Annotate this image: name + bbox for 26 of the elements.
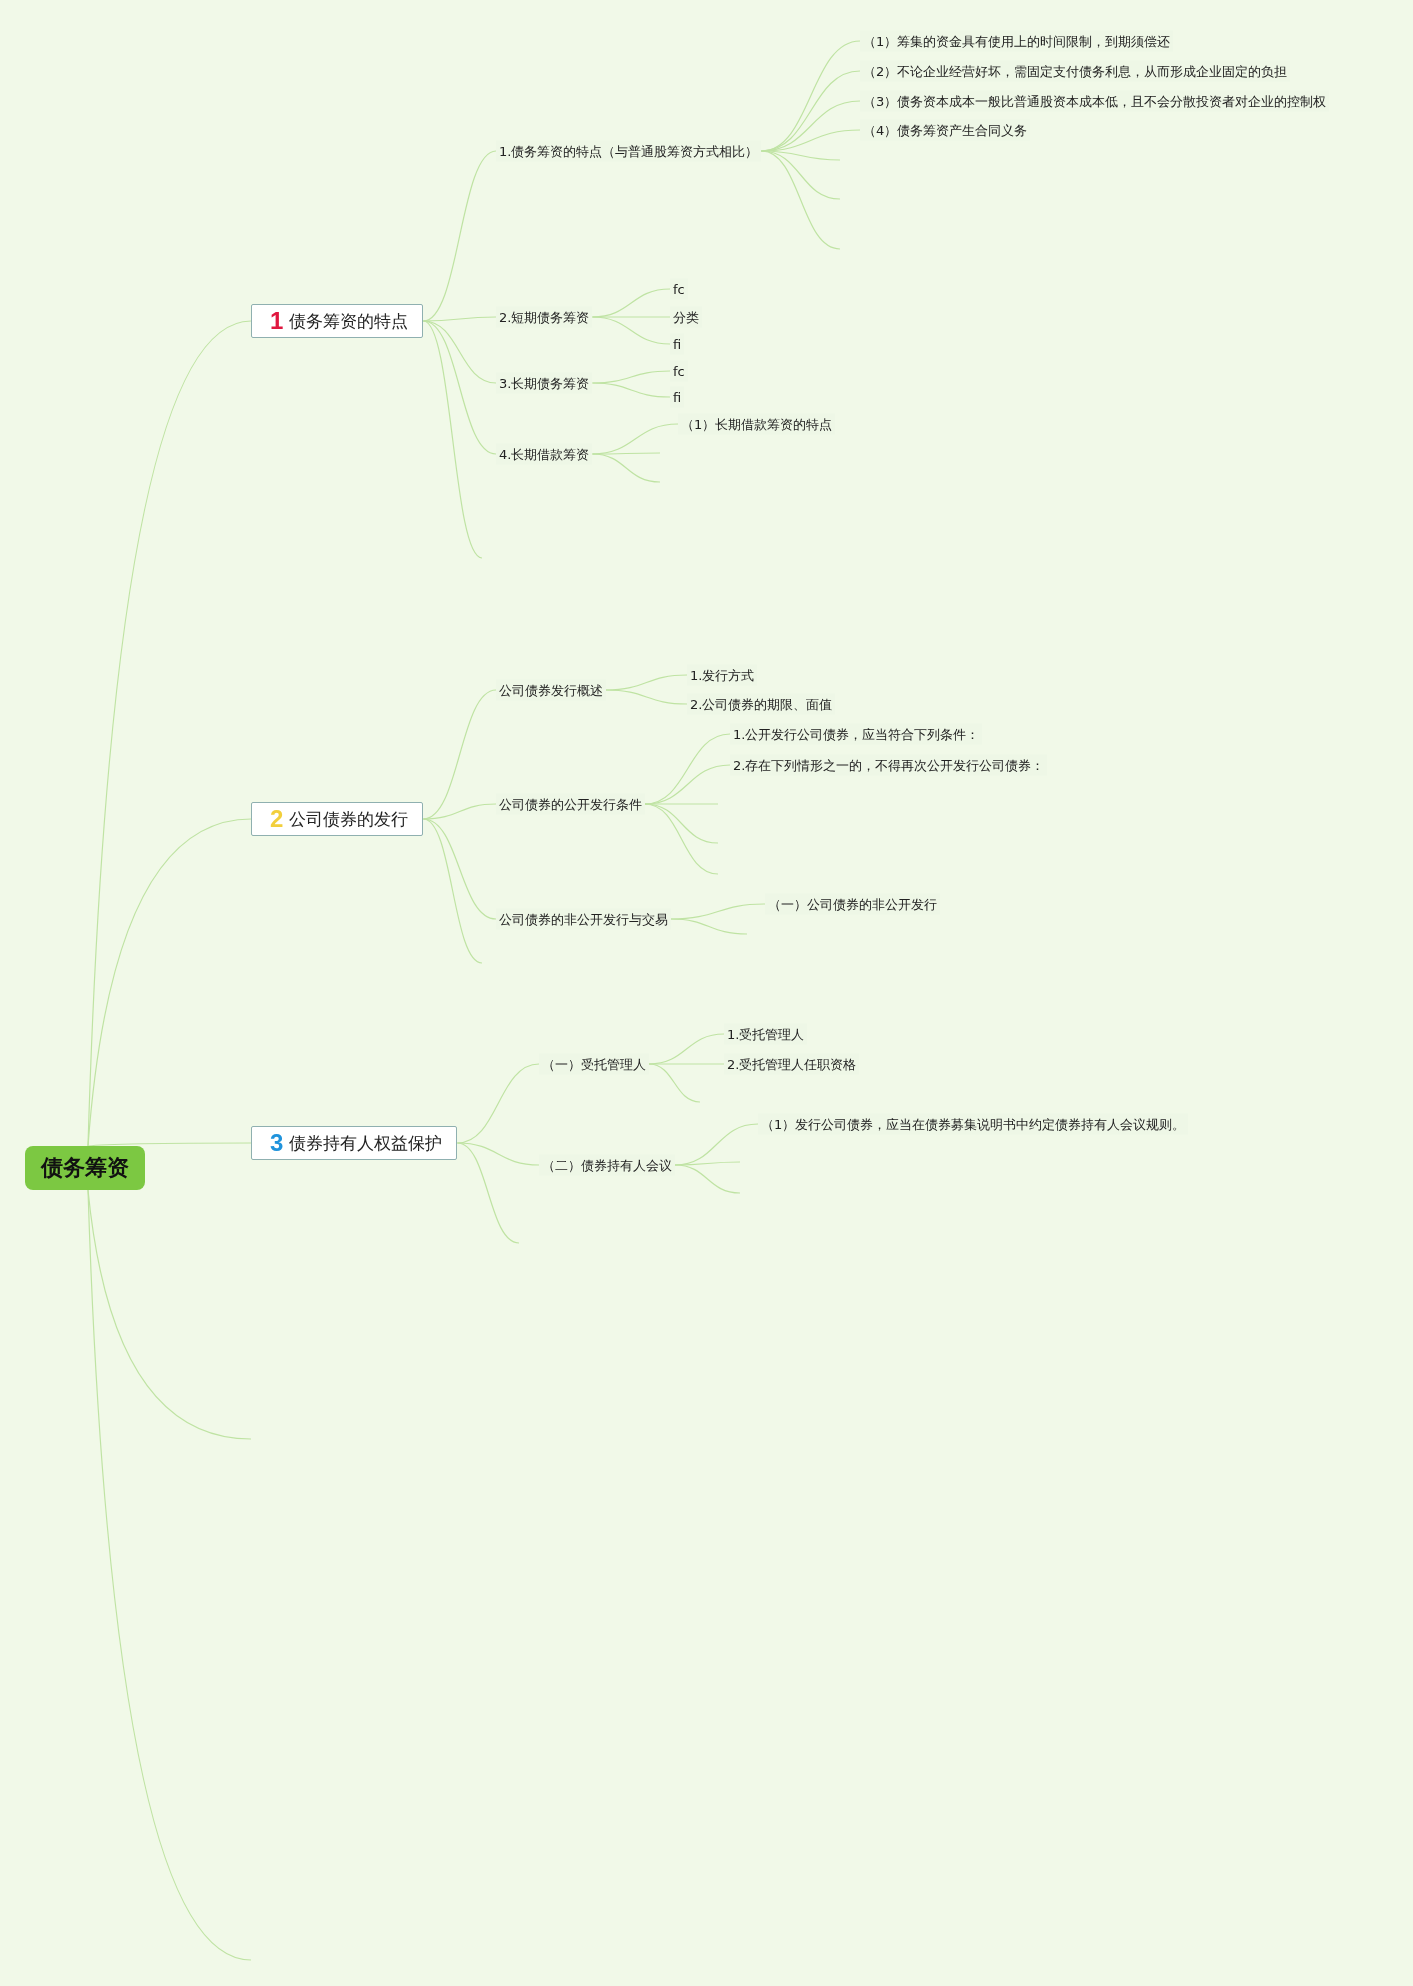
branch-line [87, 1189, 252, 1961]
topic-title: 债务筹资的特点 [289, 309, 409, 333]
connector-line [591, 382, 671, 398]
branch-line [674, 1164, 741, 1194]
connector-line [591, 316, 671, 345]
branch-line [422, 818, 483, 964]
topic-box [251, 802, 424, 836]
branch-number: 3 [270, 1131, 284, 1155]
topic-title: 债券持有人权益保护 [289, 1131, 443, 1155]
branch-line [456, 1142, 520, 1244]
branch-line [670, 918, 748, 935]
connector-line [87, 818, 252, 1147]
branch-number: 2 [270, 807, 284, 831]
connector-line [605, 689, 688, 705]
connector-line [648, 1063, 725, 1065]
branch-number: 1 [270, 309, 284, 333]
branch-line [644, 803, 719, 844]
branch-line [591, 453, 661, 483]
branch-line [648, 1063, 701, 1103]
connector-line [87, 1142, 252, 1147]
topic-title: 公司债券的发行 [289, 807, 409, 831]
connector-line [87, 320, 252, 1147]
topic-box [251, 304, 424, 338]
root-topic: 债务筹资 [25, 1146, 145, 1190]
topic-box [251, 1126, 458, 1160]
connector-line [456, 1142, 540, 1166]
